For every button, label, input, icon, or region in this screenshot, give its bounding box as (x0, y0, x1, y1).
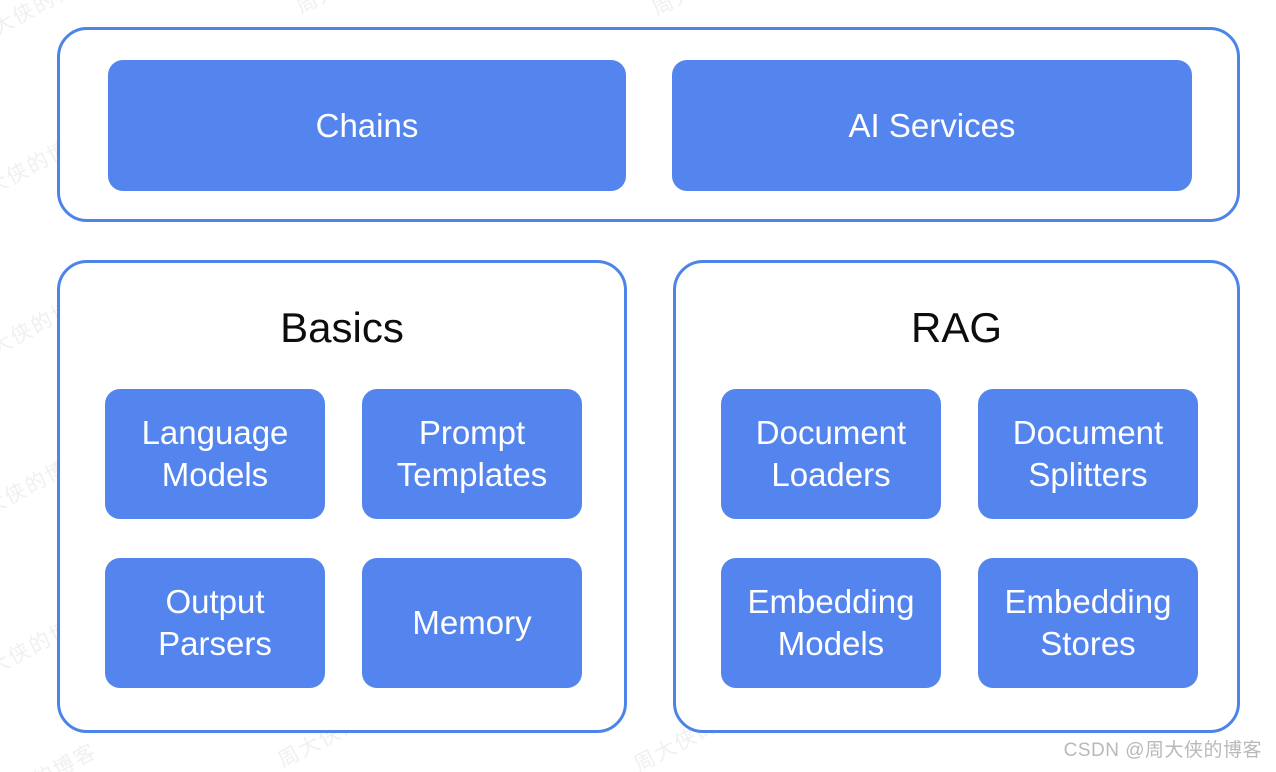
node-prompt-templates[interactable]: Prompt Templates (362, 389, 582, 519)
node-ai-services[interactable]: AI Services (672, 60, 1192, 191)
node-memory[interactable]: Memory (362, 558, 582, 688)
node-embedding-stores[interactable]: Embedding Stores (978, 558, 1198, 688)
node-language-models[interactable]: Language Models (105, 389, 325, 519)
background-watermark: 周大侠的博客 (0, 735, 102, 772)
node-embedding-models[interactable]: Embedding Models (721, 558, 941, 688)
node-chains[interactable]: Chains (108, 60, 626, 191)
group-rag: RAG Document Loaders Document Splitters … (673, 260, 1240, 733)
group-top-band: Chains AI Services (57, 27, 1240, 222)
background-watermark: 周大侠的博客 (290, 0, 426, 20)
node-document-loaders[interactable]: Document Loaders (721, 389, 941, 519)
group-rag-title: RAG (910, 304, 1002, 351)
group-basics-title: Basics (280, 304, 404, 351)
csdn-watermark: CSDN @周大侠的博客 (1063, 740, 1262, 761)
group-basics: Basics Language Models Prompt Templates … (57, 260, 627, 733)
node-document-splitters[interactable]: Document Splitters (978, 389, 1198, 519)
background-watermark: 周大侠的博客 (646, 0, 782, 22)
node-output-parsers[interactable]: Output Parsers (105, 558, 325, 688)
